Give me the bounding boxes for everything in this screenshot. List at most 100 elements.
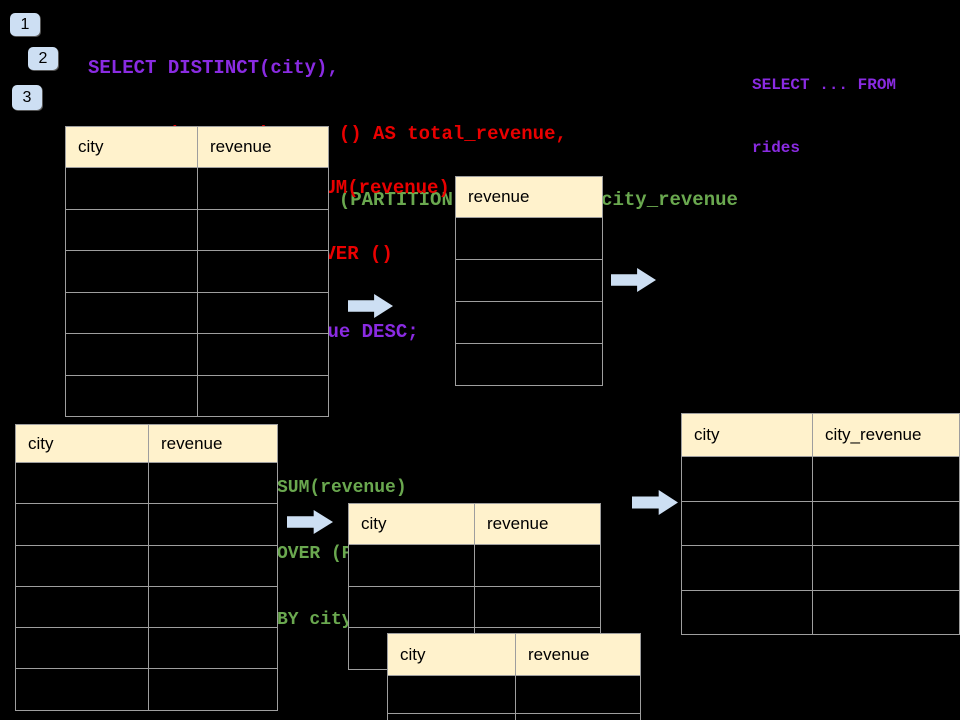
table-row <box>15 668 278 711</box>
table-cell <box>812 589 960 635</box>
table-cell <box>148 585 278 629</box>
table-cell <box>812 545 960 591</box>
table-cell <box>197 250 329 293</box>
table-cell <box>455 259 603 302</box>
table-cell <box>197 208 329 251</box>
column-header: revenue <box>197 126 329 168</box>
column-header: city <box>348 503 475 545</box>
column-header: city_revenue <box>812 413 960 457</box>
table-cell <box>65 374 198 417</box>
table-cell <box>812 456 960 502</box>
table-cell <box>455 301 603 344</box>
side-query-block: SELECT ... FROM rides <box>752 33 896 201</box>
table-cell <box>15 627 149 670</box>
column-header: city <box>387 633 516 676</box>
table-row <box>15 503 278 546</box>
table-row <box>387 675 641 714</box>
table-cell <box>812 500 960 546</box>
sql-line-select: SELECT DISTINCT(city), <box>88 57 339 79</box>
column-header: city <box>680 413 814 457</box>
table-row <box>15 627 278 670</box>
table-cell <box>65 208 198 251</box>
table-cell <box>65 333 198 376</box>
table-cell <box>197 291 329 334</box>
table-cell <box>197 333 329 376</box>
column-header: city <box>65 126 198 168</box>
table-cell <box>455 217 603 260</box>
column-header: revenue <box>148 424 278 463</box>
table-cell <box>474 585 601 629</box>
table-row <box>455 343 603 386</box>
table-cell <box>680 456 814 502</box>
table-total-revenue-result: revenue <box>455 176 603 386</box>
table-cell <box>15 544 149 587</box>
table-row <box>680 456 960 502</box>
table-cell <box>387 675 516 714</box>
column-header: revenue <box>455 176 603 218</box>
table-grid: revenue <box>455 176 603 386</box>
step-badge-3: 3 <box>12 85 42 110</box>
table-row <box>455 301 603 344</box>
table-cell <box>15 668 149 711</box>
table-cell <box>65 167 198 210</box>
table-row <box>65 208 329 251</box>
table-row <box>348 544 601 587</box>
table-header-row: revenue <box>455 176 603 218</box>
table-row <box>15 461 278 505</box>
table-cell <box>515 675 641 714</box>
table-cell <box>15 503 149 546</box>
table-cell <box>680 589 814 635</box>
table-row <box>348 585 601 629</box>
table-cell <box>65 291 198 334</box>
table-row <box>387 713 641 720</box>
table-row <box>680 545 960 591</box>
table-row <box>65 167 329 210</box>
table-cell <box>680 500 814 546</box>
table-row <box>65 374 329 417</box>
table-cell <box>474 544 601 587</box>
table-row <box>65 291 329 334</box>
table-cell <box>348 544 475 587</box>
table-row <box>680 589 960 635</box>
table-cell <box>148 503 278 546</box>
table-cell <box>348 585 475 629</box>
table-row <box>455 259 603 302</box>
table-cell <box>680 545 814 591</box>
table-cell <box>455 343 603 386</box>
side-query-line-2: rides <box>752 139 801 157</box>
table-cell <box>197 374 329 417</box>
table-cell <box>15 585 149 629</box>
table-row <box>455 217 603 260</box>
annotation-sum-over-total: SUM(revenue) OVER () <box>313 133 450 309</box>
table-cell <box>387 713 516 720</box>
table-cell <box>65 250 198 293</box>
table-cell <box>148 544 278 587</box>
table-cell <box>148 461 278 505</box>
table-row <box>15 585 278 629</box>
annotation-total-line-1: SUM(revenue) <box>313 177 450 199</box>
table-row <box>680 500 960 546</box>
table-cell <box>15 461 149 505</box>
step-badge-1: 1 <box>10 13 40 36</box>
table-cell <box>197 167 329 210</box>
column-header: revenue <box>474 503 601 545</box>
side-query-line-1: SELECT ... FROM <box>752 76 897 94</box>
table-row <box>65 333 329 376</box>
table-cell <box>148 668 278 711</box>
column-header: city <box>15 424 149 463</box>
step-badge-2: 2 <box>28 47 58 70</box>
flow-arrow-icon <box>632 490 678 515</box>
